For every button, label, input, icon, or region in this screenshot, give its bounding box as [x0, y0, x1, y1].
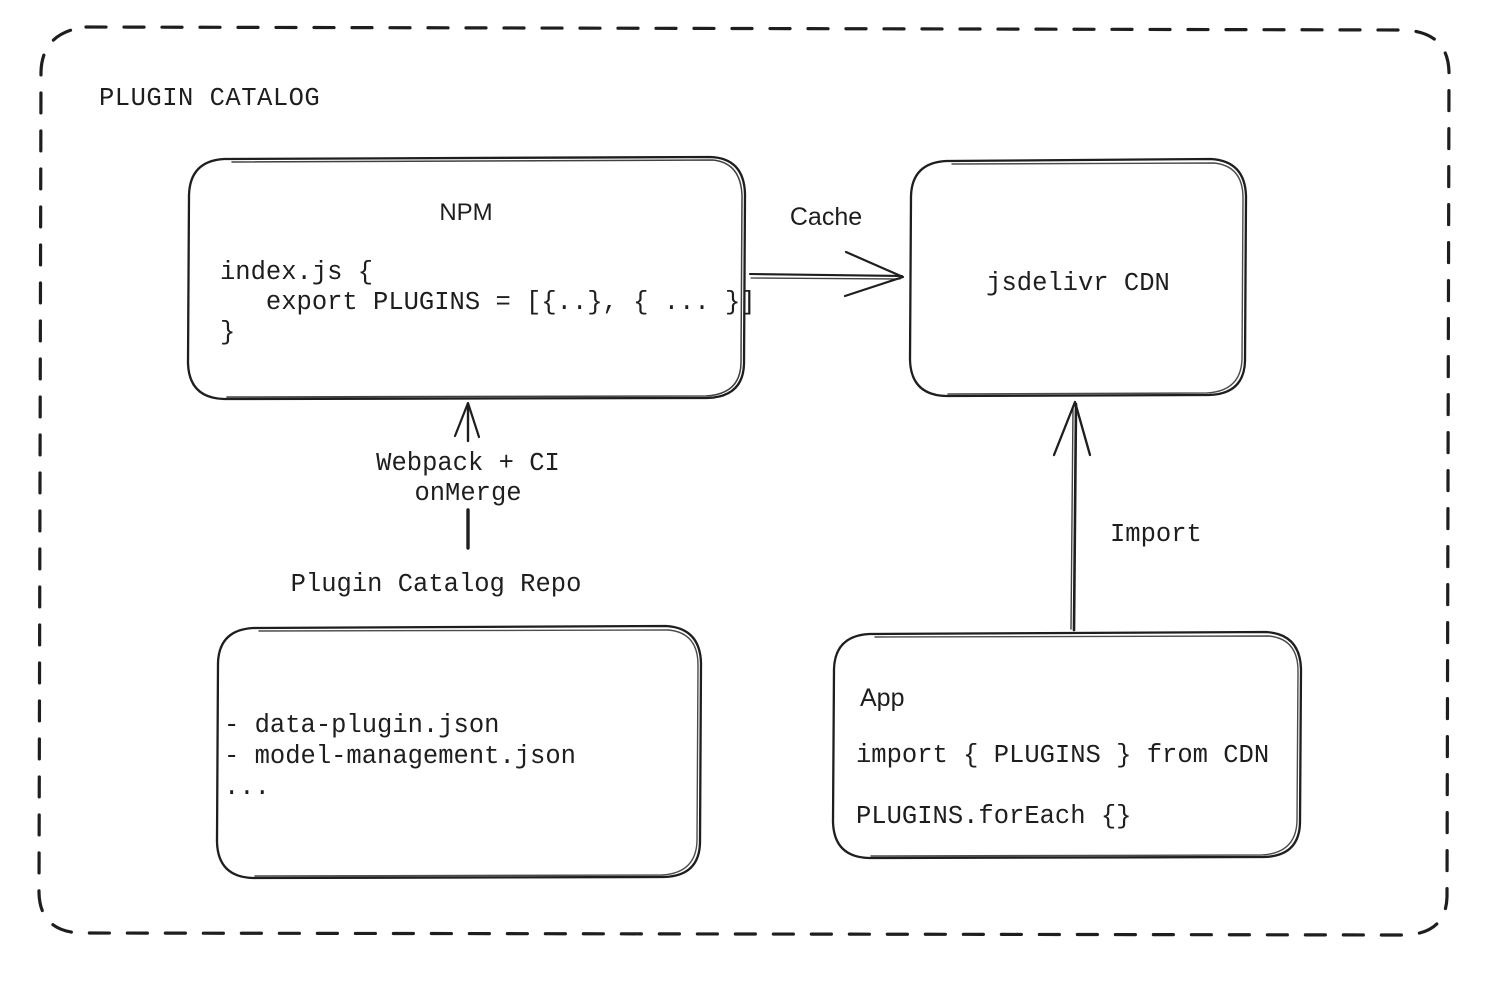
repo-node-file-line-1: - model-management.json — [224, 742, 576, 771]
cache-arrowhead — [843, 250, 905, 298]
npm-node-code-line-1: export PLUGINS = [{..}, { ... }] — [220, 288, 756, 317]
build-edge-label-line2: onMerge — [414, 479, 521, 508]
npm-node-outline-sketch — [226, 159, 743, 398]
npm-node-code-line-0: index.js { — [220, 258, 373, 287]
frame-border — [37, 25, 1451, 937]
app-node-code-line-0: import { PLUGINS } from CDN — [856, 741, 1269, 770]
app-node-code-line-1: PLUGINS.forEach {} — [856, 802, 1131, 831]
repo-node-outline — [215, 624, 703, 880]
cache-edge-line-sketch — [750, 277, 901, 280]
npm-node-code-line-2: } — [220, 318, 235, 347]
npm-node-title: NPM — [439, 199, 492, 226]
repo-node-file-line-2: ... — [224, 773, 270, 802]
repo-node[interactable]: - data-plugin.json - model-management.js… — [215, 624, 703, 880]
import-edge — [1052, 400, 1092, 632]
cache-edge — [748, 250, 905, 298]
cache-edge-label: Cache — [790, 203, 862, 231]
app-node-outline-sketch — [870, 635, 1299, 857]
build-edge — [453, 401, 481, 550]
repo-node-file-line-0: - data-plugin.json — [224, 711, 499, 740]
app-node[interactable]: App import { PLUGINS } from CDN PLUGINS.… — [831, 630, 1303, 860]
cache-edge-line — [748, 272, 904, 278]
build-edge-label-line1: Webpack + CI — [376, 449, 560, 478]
repo-node-outline-sketch — [254, 629, 699, 877]
import-edge-arrowhead — [1052, 400, 1092, 457]
frame-title: PLUGIN CATALOG — [99, 84, 320, 113]
import-edge-shaft — [1072, 402, 1078, 632]
import-edge-label: Import — [1110, 520, 1202, 549]
plugin-catalog-frame — [37, 25, 1451, 937]
app-node-title: App — [860, 684, 904, 712]
import-edge-shaft-sketch — [1070, 406, 1074, 630]
build-edge-arrowhead — [453, 401, 481, 439]
cdn-node[interactable]: jsdelivr CDN — [908, 157, 1248, 398]
cdn-node-outline — [908, 157, 1248, 398]
npm-node[interactable]: NPM index.js { export PLUGINS = [{..}, {… — [186, 155, 756, 401]
cdn-node-outline-sketch — [947, 162, 1244, 395]
repo-node-caption: Plugin Catalog Repo — [291, 570, 582, 599]
npm-node-outline — [186, 155, 747, 401]
cdn-node-title: jsdelivr CDN — [986, 269, 1170, 298]
app-node-outline — [831, 630, 1303, 860]
